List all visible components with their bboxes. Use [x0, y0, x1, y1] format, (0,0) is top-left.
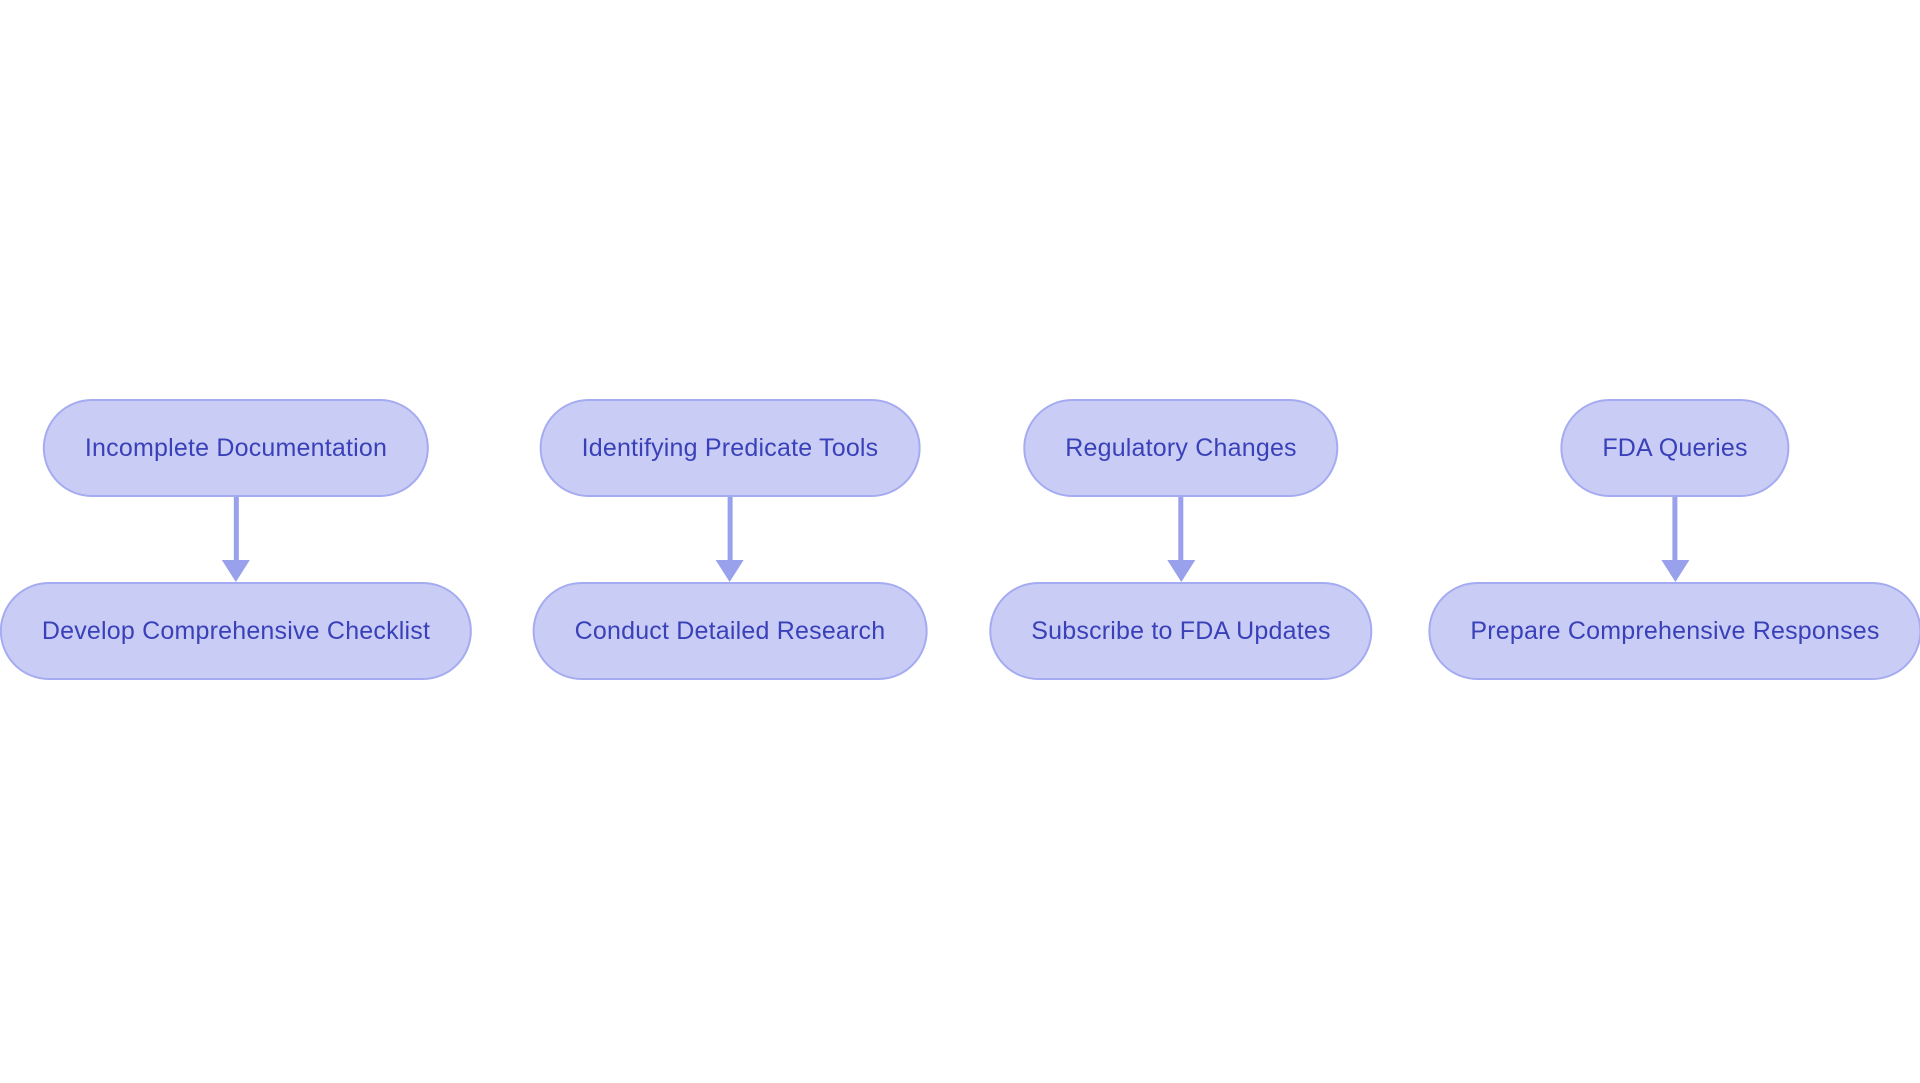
arrow-down-icon [1167, 497, 1195, 582]
arrow-shaft [1178, 497, 1184, 560]
arrow-down-icon [715, 497, 744, 582]
flow-node-source: Identifying Predicate Tools [539, 399, 921, 497]
arrow-down-icon [1660, 497, 1689, 582]
flow-node-target: Prepare Comprehensive Responses [1428, 582, 1920, 680]
arrow-shaft [1672, 497, 1678, 560]
arrow-shaft [727, 497, 733, 560]
arrow-head [1660, 560, 1689, 582]
flow-node-source: FDA Queries [1560, 399, 1790, 497]
flow-column-regulatory-changes: Regulatory Changes Subscribe to FDA Upda… [989, 399, 1373, 680]
flow-column-fda-queries: FDA Queries Prepare Comprehensive Respon… [1428, 399, 1920, 680]
arrow-shaft [233, 497, 239, 560]
flow-node-target: Subscribe to FDA Updates [989, 582, 1373, 680]
flow-node-target: Develop Comprehensive Checklist [0, 582, 473, 680]
flow-node-source: Regulatory Changes [1023, 399, 1339, 497]
flow-node-target: Conduct Detailed Research [532, 582, 928, 680]
flow-node-source: Incomplete Documentation [42, 399, 430, 497]
arrow-down-icon [221, 497, 250, 582]
arrow-head [1167, 560, 1195, 582]
flow-column-incomplete-documentation: Incomplete Documentation Develop Compreh… [0, 399, 473, 680]
flow-column-identifying-predicate-tools: Identifying Predicate Tools Conduct Deta… [532, 399, 928, 680]
arrow-head [715, 560, 744, 582]
arrow-head [221, 560, 250, 582]
